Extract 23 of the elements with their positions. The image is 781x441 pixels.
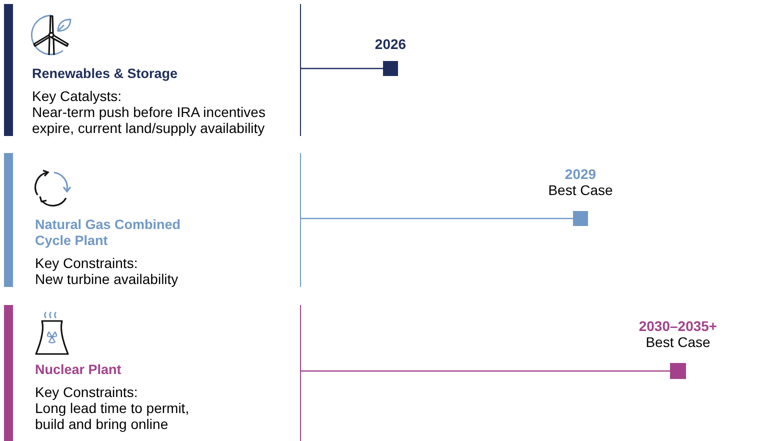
connector-line: [301, 370, 670, 372]
category-heading: Nuclear Plant: [35, 362, 122, 378]
scenario-label: Best Case: [646, 334, 710, 350]
category-panel: [4, 305, 301, 441]
milestone-marker: [383, 61, 398, 76]
category-heading: Natural Gas Combined Cycle Plant: [35, 217, 182, 249]
category-heading: Renewables & Storage: [32, 66, 179, 82]
year-label: 2026: [374, 36, 406, 52]
category-panel: [4, 4, 301, 136]
milestone-marker: [573, 211, 588, 226]
connector-line: [301, 68, 383, 70]
criteria-text: Near-term push before IRA incentives expire, current land/supply availability: [32, 104, 266, 136]
scenario-label: Best Case: [548, 182, 613, 198]
milestone-marker: [670, 363, 686, 379]
criteria-text: New turbine availability: [35, 271, 180, 287]
year-label: 2029: [564, 166, 596, 182]
criteria-text: Long lead time to permit, build and bring online: [35, 400, 190, 432]
connector-line: [301, 218, 573, 220]
criteria-label: Key Catalysts:: [32, 88, 122, 104]
criteria-label: Key Constraints:: [35, 255, 139, 271]
category-panel: [4, 153, 301, 287]
year-label: 2030–2035+: [638, 318, 718, 334]
criteria-label: Key Constraints:: [35, 384, 139, 400]
